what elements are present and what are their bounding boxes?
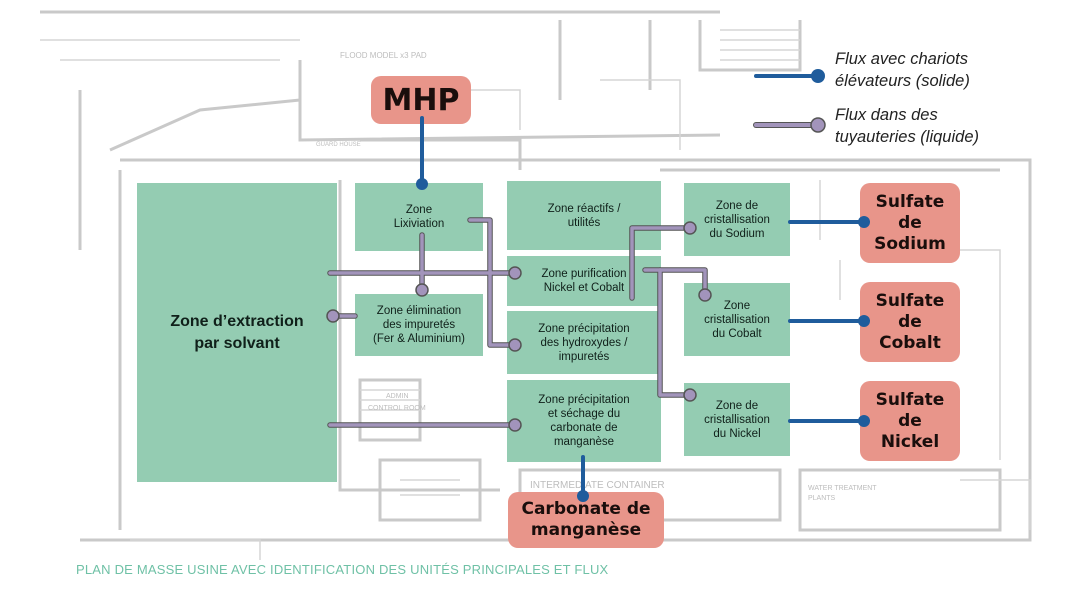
- zone-precipitation-carbonate: Zone précipitation et séchage du carbona…: [507, 380, 661, 462]
- zone-lixiviation: Zone Lixiviation: [355, 183, 483, 251]
- svg-text:INTERMEDIATE CONTAINER: INTERMEDIATE CONTAINER: [530, 480, 665, 491]
- product-sulfate-cobalt: Sulfate de Cobalt: [860, 282, 960, 362]
- svg-text:GUARD HOUSE: GUARD HOUSE: [316, 142, 361, 148]
- zone-purification: Zone purification Nickel et Cobalt: [507, 256, 661, 306]
- zone-extraction: Zone d’extraction par solvant: [137, 183, 337, 482]
- legend-solid-label: Flux avec chariots élévateurs (solide): [835, 50, 970, 90]
- zone-precipitation-hydroxydes: Zone précipitation des hydroxydes / impu…: [507, 311, 661, 374]
- product-sulfate-nickel: Sulfate de Nickel: [860, 381, 960, 461]
- product-sulfate-sodium: Sulfate de Sodium: [860, 183, 960, 263]
- product-carbonate-manganese: Carbonate de manganèse: [508, 492, 664, 548]
- legend-solid-swatch: [754, 69, 825, 83]
- svg-text:CONTROL ROOM: CONTROL ROOM: [368, 405, 426, 412]
- svg-text:PLANTS: PLANTS: [808, 495, 836, 502]
- svg-text:WATER TREATMENT: WATER TREATMENT: [808, 485, 877, 492]
- product-mhp: MHP: [371, 76, 471, 124]
- zone-cristallisation-sodium: Zone de cristallisation du Sodium: [684, 183, 790, 256]
- caption: PLAN DE MASSE USINE AVEC IDENTIFICATION …: [76, 562, 609, 577]
- zone-reactifs: Zone réactifs / utilités: [507, 181, 661, 250]
- zone-cristallisation-nickel: Zone de cristallisation du Nickel: [684, 383, 790, 456]
- zone-elimination: Zone élimination des impuretés (Fer & Al…: [355, 294, 483, 356]
- svg-text:ADMIN: ADMIN: [386, 393, 409, 400]
- legend-liquid-swatch: [753, 117, 826, 133]
- legend-liquid-label: Flux dans des tuyauteries (liquide): [835, 106, 979, 146]
- svg-text:FLOOD MODEL x3 PAD: FLOOD MODEL x3 PAD: [340, 51, 427, 60]
